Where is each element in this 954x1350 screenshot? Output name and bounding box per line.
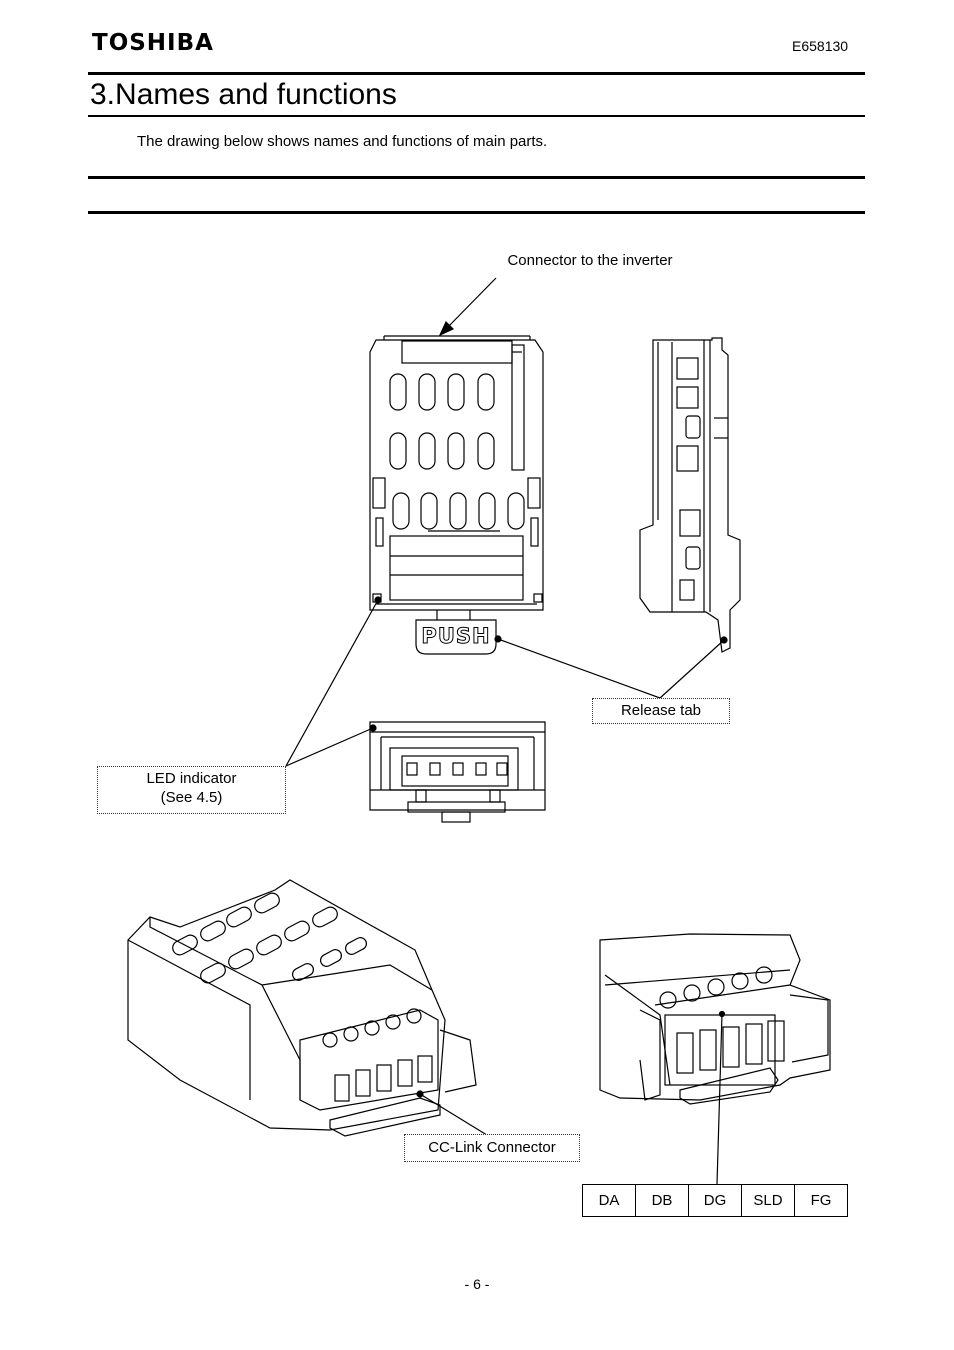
divider-1	[88, 176, 865, 179]
connector-closeup-drawing	[599, 933, 831, 1185]
document-number: E658130	[792, 38, 849, 54]
pin-dg: DG	[688, 1184, 742, 1217]
push-tab-label: PUSH	[421, 624, 491, 649]
divider-2	[88, 211, 865, 214]
led-indicator-callout: LED indicator (See 4.5)	[97, 766, 286, 814]
pin-fg: FG	[794, 1184, 848, 1217]
toshiba-logo: TOSHIBA	[92, 30, 214, 56]
cc-link-connector-callout: CC-Link Connector	[404, 1134, 580, 1162]
page-number: - 6 -	[464, 1276, 490, 1292]
section-number: 3.	[90, 78, 116, 111]
connector-pin-table: DA DB DG SLD FG	[582, 1184, 848, 1217]
intro-text: The drawing below shows names and functi…	[137, 133, 548, 150]
leader-lines	[285, 596, 728, 767]
bottom-view-drawing	[369, 721, 546, 823]
release-tab-callout: Release tab	[592, 698, 730, 724]
header-rule-top	[88, 72, 865, 75]
front-view-drawing	[369, 335, 544, 655]
section-heading: 3.Names and functions	[90, 78, 397, 112]
connector-arrow	[438, 277, 497, 337]
pin-da: DA	[582, 1184, 636, 1217]
led-indicator-label: LED indicator	[146, 770, 237, 787]
pin-sld: SLD	[741, 1184, 795, 1217]
side-view-drawing	[639, 337, 741, 653]
isometric-view-drawing	[127, 879, 496, 1141]
header-rule-bottom	[88, 115, 865, 117]
led-indicator-reference: (See 4.5)	[160, 789, 223, 806]
connector-to-inverter-label: Connector to the inverter	[507, 252, 673, 269]
section-title: Names and functions	[115, 78, 397, 111]
table-row: DA DB DG SLD FG	[582, 1184, 848, 1217]
pin-db: DB	[635, 1184, 689, 1217]
